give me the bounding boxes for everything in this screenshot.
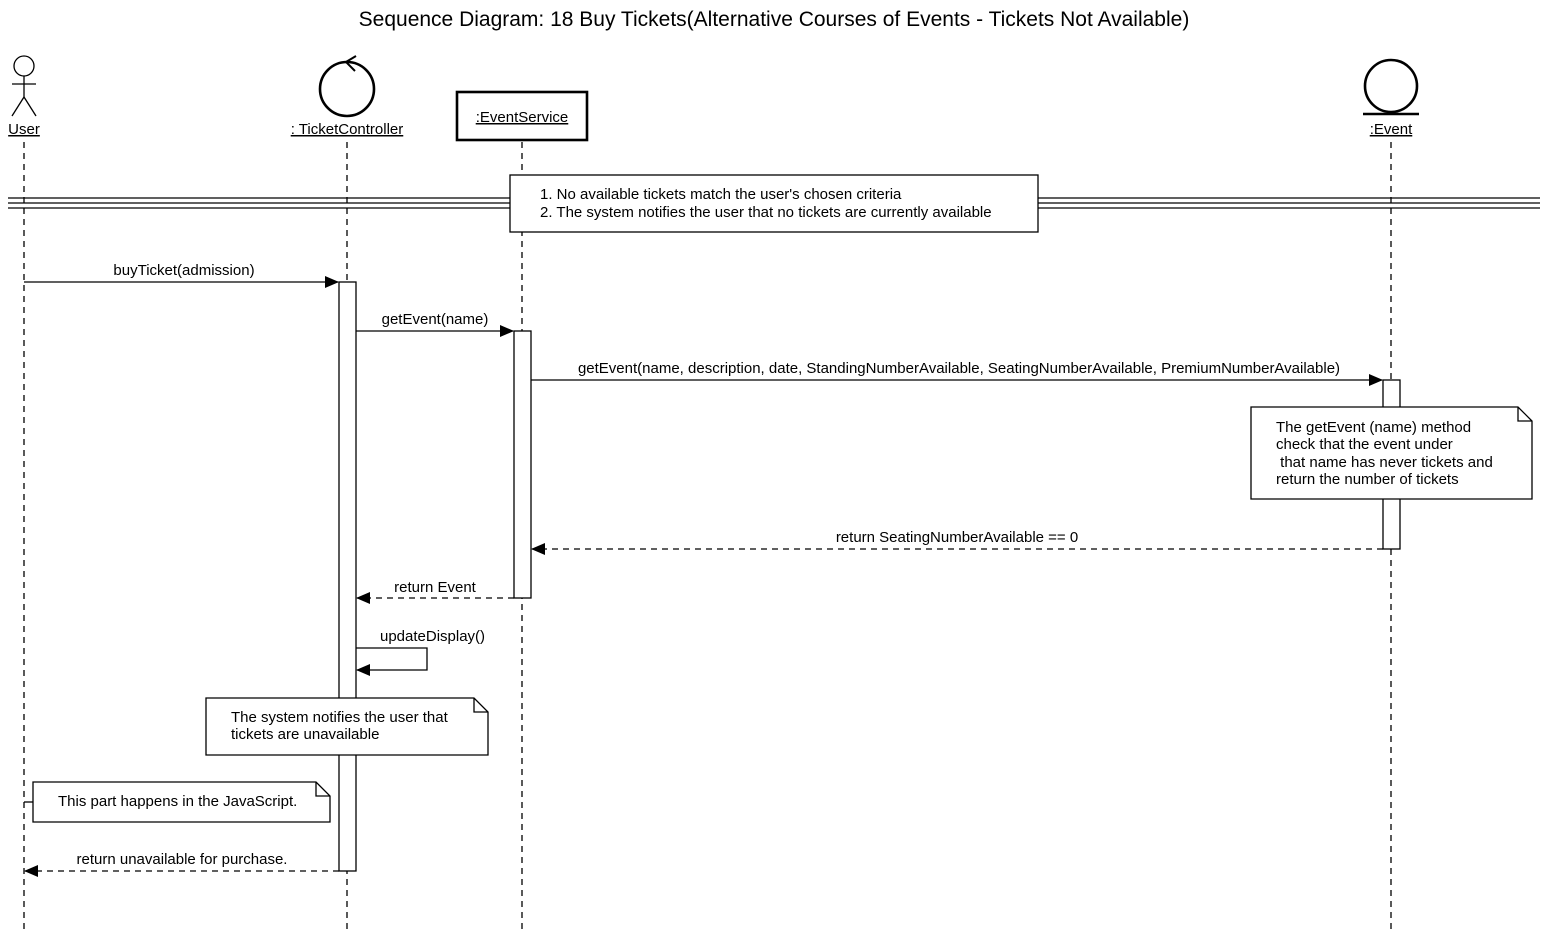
message-arrow-updatedisplay — [356, 647, 428, 676]
participant-service-box — [455, 90, 589, 142]
participant-event-label: :Event — [1370, 121, 1413, 138]
message-getevent-full-label: getEvent(name, description, date, Standi… — [578, 360, 1340, 377]
display-note-line-2: tickets are unavailable — [231, 726, 379, 743]
event-note-line-3: that name has never tickets and — [1276, 454, 1493, 471]
control-icon — [318, 55, 376, 118]
frame-note-line-1: 1. No available tickets match the user's… — [540, 186, 902, 203]
event-note-line-2: check that the event under — [1276, 436, 1453, 453]
participant-controller-label: : TicketController — [291, 121, 404, 138]
event-note — [1250, 406, 1533, 500]
diagram-title: Sequence Diagram: 18 Buy Tickets(Alterna… — [359, 8, 1190, 31]
frame-note-box — [509, 174, 1039, 233]
entity-icon — [1363, 58, 1419, 116]
activation-controller — [338, 281, 357, 872]
message-return-unavailable-label: return unavailable for purchase. — [77, 851, 288, 868]
message-return-seating-label: return SeatingNumberAvailable == 0 — [836, 529, 1078, 546]
frame-note-line-2: 2. The system notifies the user that no … — [540, 204, 992, 221]
message-buyticket-label: buyTicket(admission) — [113, 262, 254, 279]
user-actor-icon — [11, 55, 37, 117]
js-note-line-1: This part happens in the JavaScript. — [58, 793, 297, 810]
event-note-line-1: The getEvent (name) method — [1276, 419, 1471, 436]
activation-service — [513, 330, 532, 599]
display-note — [205, 697, 489, 756]
message-updatedisplay-label: updateDisplay() — [380, 628, 485, 645]
participant-user-label: User — [8, 121, 40, 138]
message-return-event-label: return Event — [394, 579, 477, 596]
message-getevent-label: getEvent(name) — [382, 311, 489, 328]
participant-service-label: :EventService — [476, 109, 569, 126]
js-note — [32, 781, 331, 823]
event-note-line-4: return the number of tickets — [1276, 471, 1459, 488]
display-note-line-1: The system notifies the user that — [231, 709, 449, 726]
